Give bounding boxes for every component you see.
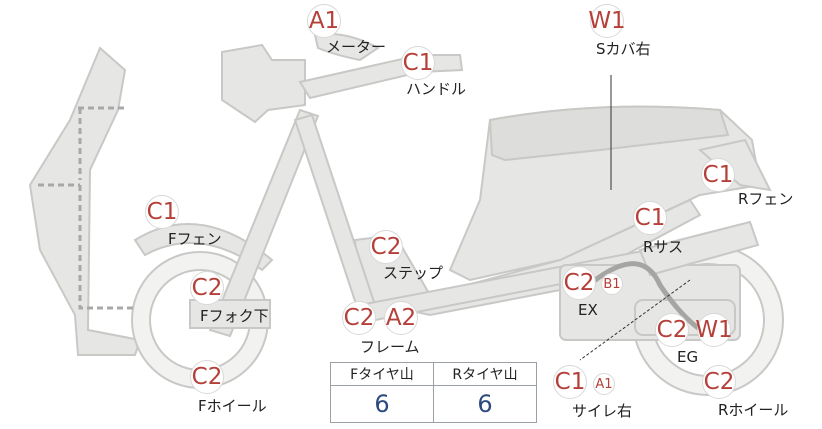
ex-sub-badge: B1 [601,273,623,295]
frame-label: フレーム [360,338,420,356]
r-tire-header: Rタイヤ山 [433,362,537,386]
r-fender-label: Rフェン [738,190,794,208]
f-fender-label: Fフェン [168,230,222,248]
r-suspension-badge: C1 [633,201,667,235]
s-cover-badge: W1 [588,4,626,38]
step-badge: C2 [369,230,403,264]
leader-line [579,279,691,361]
r-wheel-badge: C2 [702,365,736,399]
handle-label: ハンドル [406,80,467,98]
eg-badge-2: W1 [695,313,733,347]
f-wheel-label: Fホイール [198,397,267,415]
f-tire-header: Fタイヤ山 [330,362,434,386]
r-suspension-label: Rサス [643,238,684,256]
f-wheel-badge: C2 [190,360,224,394]
front-leg-shield [28,46,142,356]
f-fender-badge: C1 [145,195,179,229]
r-fender-badge: C1 [701,158,735,192]
seat [488,105,730,162]
muffler-badge: C1 [553,365,587,399]
f-fork-label: Fフォク下 [200,307,269,325]
front-fork [208,108,320,338]
frame-badge-1: C2 [342,301,376,335]
dotted-panel-line [78,185,135,310]
eg-badge-1: C2 [655,313,689,347]
tire-tread-table: Fタイヤ山 Rタイヤ山 6 6 [330,362,537,423]
f-fork-badge: C2 [190,271,224,305]
handle-badge: C1 [401,46,435,80]
front-fender [133,223,274,272]
headlight [221,43,306,124]
muffler-label: サイレ右 [572,402,633,420]
meter-badge: A1 [307,4,341,38]
frame-tube [293,113,377,312]
frame-badge-2: A2 [384,301,418,335]
ex-badge: C2 [562,266,596,300]
step-label: ステップ [383,264,444,282]
s-cover-label: Sカバ右 [596,40,651,58]
meter-label: メーター [326,38,387,56]
muffler-sub-badge: A1 [593,373,615,395]
r-wheel-label: Rホイール [718,401,789,419]
ex-label: EX [578,301,598,319]
r-tire-value: 6 [433,385,537,423]
f-tire-value: 6 [330,385,434,423]
eg-label: EG [677,348,699,366]
